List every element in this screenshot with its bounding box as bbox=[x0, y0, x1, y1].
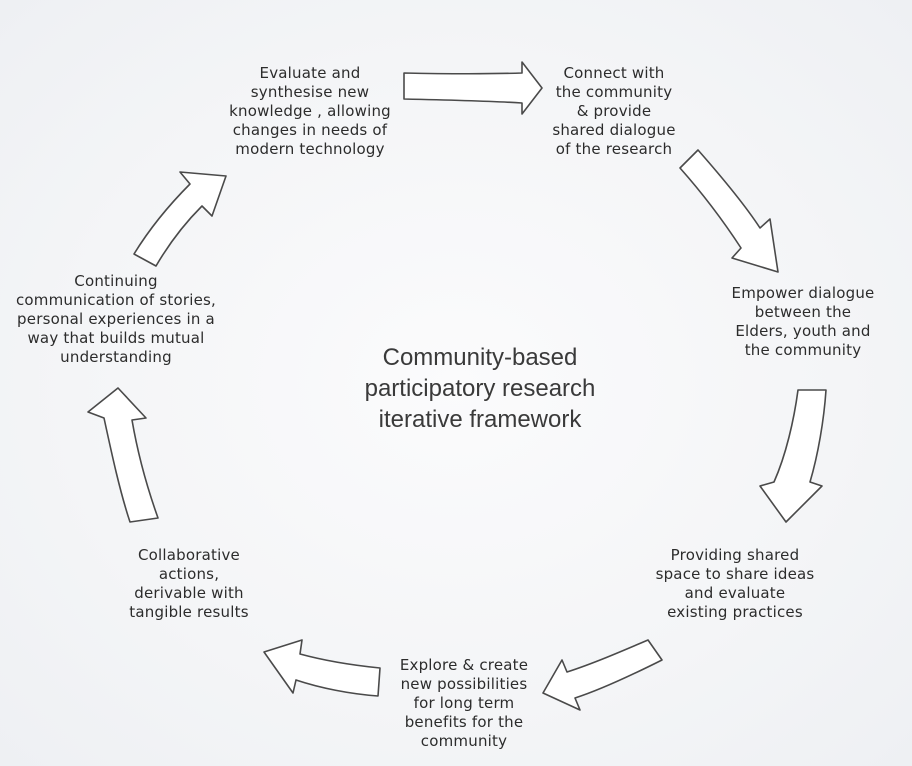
step-collaborative: Collaborative actions, derivable with ta… bbox=[116, 546, 262, 622]
step-collaborative-line: actions, bbox=[158, 565, 220, 583]
arrow-evaluate-to-connect bbox=[403, 61, 543, 115]
arrow-explore-to-collaborative bbox=[263, 639, 381, 697]
step-empower-line: between the bbox=[754, 303, 852, 321]
arrow-collaborative-to-continuing bbox=[87, 387, 159, 523]
step-empower-line: Elders, youth and bbox=[735, 322, 871, 340]
step-evaluate-line: Evaluate and bbox=[259, 64, 361, 82]
step-connect-line: shared dialogue bbox=[552, 121, 676, 139]
step-continuing-line: Continuing bbox=[74, 272, 158, 290]
step-providing-line: space to share ideas bbox=[655, 565, 815, 583]
step-explore: Explore & create new possibilities for l… bbox=[384, 656, 544, 751]
step-explore-line: new possibilities bbox=[400, 675, 528, 693]
arrow-connect-to-empower bbox=[679, 149, 779, 273]
step-explore-line: Explore & create bbox=[399, 656, 529, 674]
step-connect-line: & provide bbox=[576, 102, 652, 120]
step-collaborative-line: Collaborative bbox=[138, 546, 240, 564]
step-evaluate-line: knowledge , allowing bbox=[229, 102, 391, 120]
step-providing-line: Providing shared bbox=[670, 546, 800, 564]
step-providing-line: and evaluate bbox=[684, 584, 786, 602]
step-evaluate: Evaluate and synthesise new knowledge , … bbox=[220, 64, 400, 159]
step-evaluate-line: synthesise new bbox=[250, 83, 370, 101]
step-collaborative-line: tangible results bbox=[129, 603, 249, 621]
step-connect-line: the community bbox=[555, 83, 673, 101]
step-continuing-line: understanding bbox=[60, 348, 172, 366]
step-providing: Providing shared space to share ideas an… bbox=[638, 546, 832, 622]
step-continuing-line: personal experiences in a bbox=[17, 310, 215, 328]
diagram-title-line: participatory research bbox=[364, 375, 596, 402]
step-connect-line: Connect with bbox=[563, 64, 665, 82]
arrow-empower-to-providing bbox=[759, 389, 827, 523]
diagram-title-line: iterative framework bbox=[378, 406, 582, 433]
arrow-providing-to-explore bbox=[542, 639, 663, 711]
step-explore-line: benefits for the bbox=[404, 713, 524, 731]
step-explore-line: for long term bbox=[413, 694, 515, 712]
step-continuing-line: communication of stories, bbox=[15, 291, 216, 309]
step-collaborative-line: derivable with bbox=[134, 584, 244, 602]
arrow-continuing-to-evaluate bbox=[133, 171, 227, 267]
step-empower-line: Empower dialogue bbox=[731, 284, 875, 302]
step-empower: Empower dialogue between the Elders, you… bbox=[716, 284, 890, 360]
diagram-title: Community-based participatory research i… bbox=[300, 342, 660, 435]
step-connect: Connect with the community & provide sha… bbox=[540, 64, 688, 159]
step-continuing-line: way that builds mutual bbox=[27, 329, 205, 347]
step-evaluate-line: changes in needs of bbox=[232, 121, 388, 139]
step-evaluate-line: modern technology bbox=[235, 140, 385, 158]
step-continuing: Continuing communication of stories, per… bbox=[2, 272, 230, 367]
step-empower-line: the community bbox=[744, 341, 862, 359]
step-providing-line: existing practices bbox=[667, 603, 803, 621]
step-connect-line: of the research bbox=[555, 140, 673, 158]
diagram-title-line: Community-based bbox=[382, 344, 578, 371]
step-explore-line: community bbox=[420, 732, 508, 750]
